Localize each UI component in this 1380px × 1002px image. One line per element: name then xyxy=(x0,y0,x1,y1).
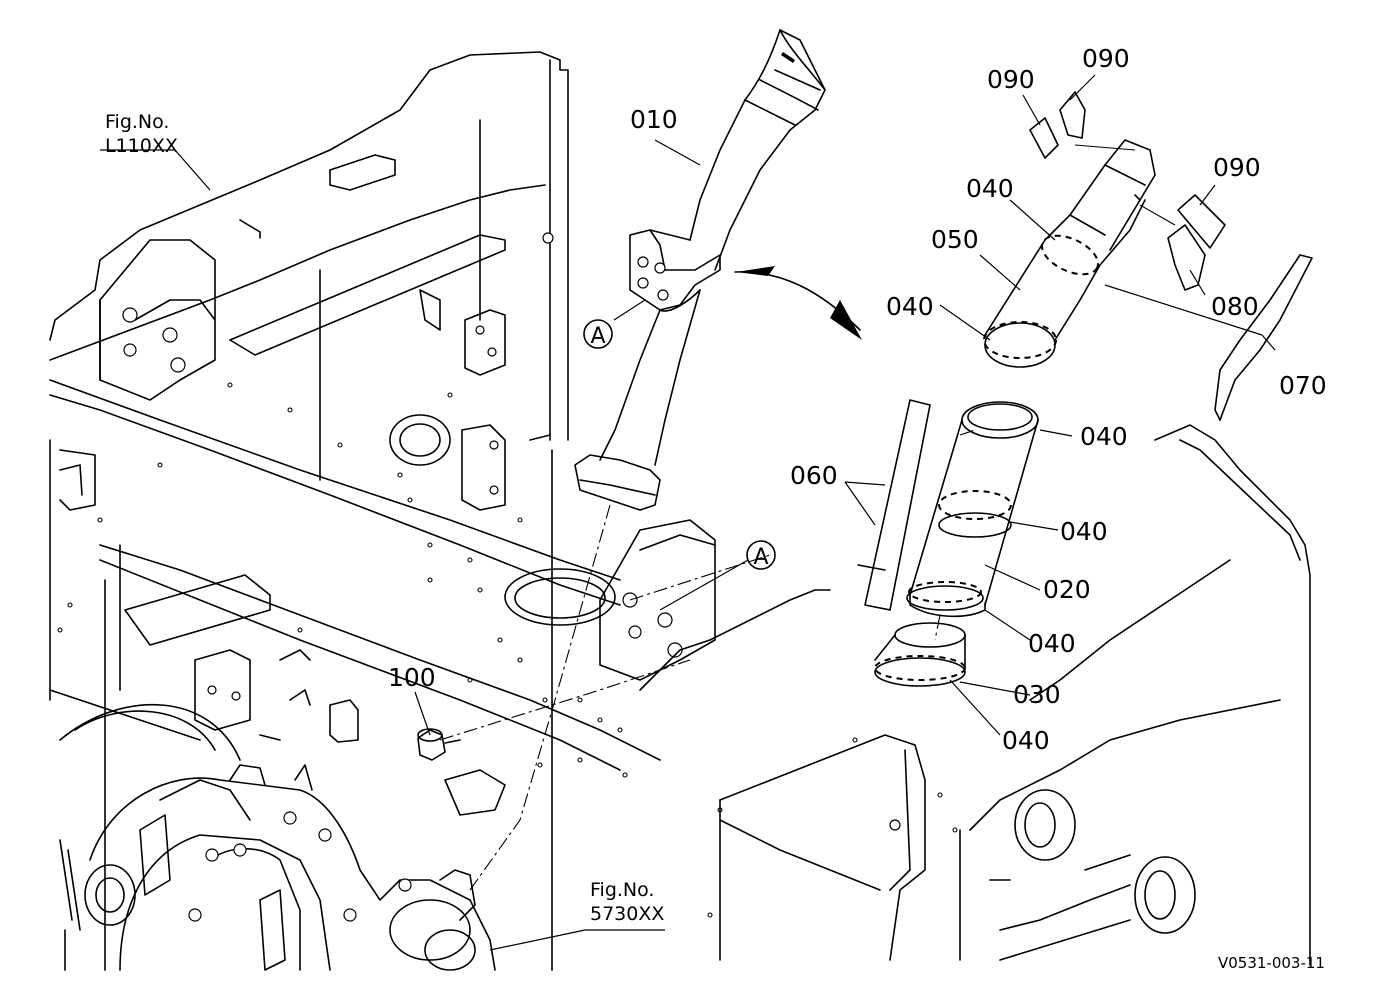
callout-030: 030 xyxy=(1013,680,1061,709)
callout-090-b: 090 xyxy=(1082,44,1130,73)
callout-040-c: 040 xyxy=(1080,422,1128,451)
callout-070: 070 xyxy=(1279,371,1327,400)
part-010-duct xyxy=(574,29,862,511)
right-brackets xyxy=(639,424,1311,966)
fig-ref-code-2: 5730XX xyxy=(590,903,664,925)
callout-010: 010 xyxy=(630,105,678,134)
callout-080: 080 xyxy=(1211,292,1259,321)
fig-ref-code-1: L110XX xyxy=(105,135,178,157)
fig-ref-label-2: Fig.No. xyxy=(590,879,654,901)
callout-050: 050 xyxy=(931,225,979,254)
callout-060: 060 xyxy=(790,461,838,490)
leader-lines xyxy=(100,74,1276,951)
svg-text:A: A xyxy=(753,545,768,570)
engine-unit xyxy=(59,764,496,971)
frame-assembly xyxy=(49,51,958,971)
callout-040-b: 040 xyxy=(886,292,934,321)
drawing-code: V0531-003-11 xyxy=(1218,954,1325,972)
callout-040-a: 040 xyxy=(966,174,1014,203)
callout-020: 020 xyxy=(1043,575,1091,604)
callout-100: 100 xyxy=(388,663,436,692)
labels: Fig.No. L110XX Fig.No. 5730XX 010 100 09… xyxy=(105,44,1327,972)
fig-ref-label-1: Fig.No. xyxy=(105,111,169,133)
callout-040-d: 040 xyxy=(1060,517,1108,546)
callout-040-f: 040 xyxy=(1002,726,1050,755)
exploded-parts xyxy=(857,91,1313,687)
callout-090-c: 090 xyxy=(1213,153,1261,182)
assembly-lines xyxy=(439,429,976,891)
marker-a-1: A xyxy=(583,319,613,349)
marker-a-2: A xyxy=(746,540,776,570)
callout-040-e: 040 xyxy=(1028,629,1076,658)
callout-090-a: 090 xyxy=(987,65,1035,94)
part-100-bolt xyxy=(417,728,461,761)
svg-text:A: A xyxy=(590,324,605,349)
